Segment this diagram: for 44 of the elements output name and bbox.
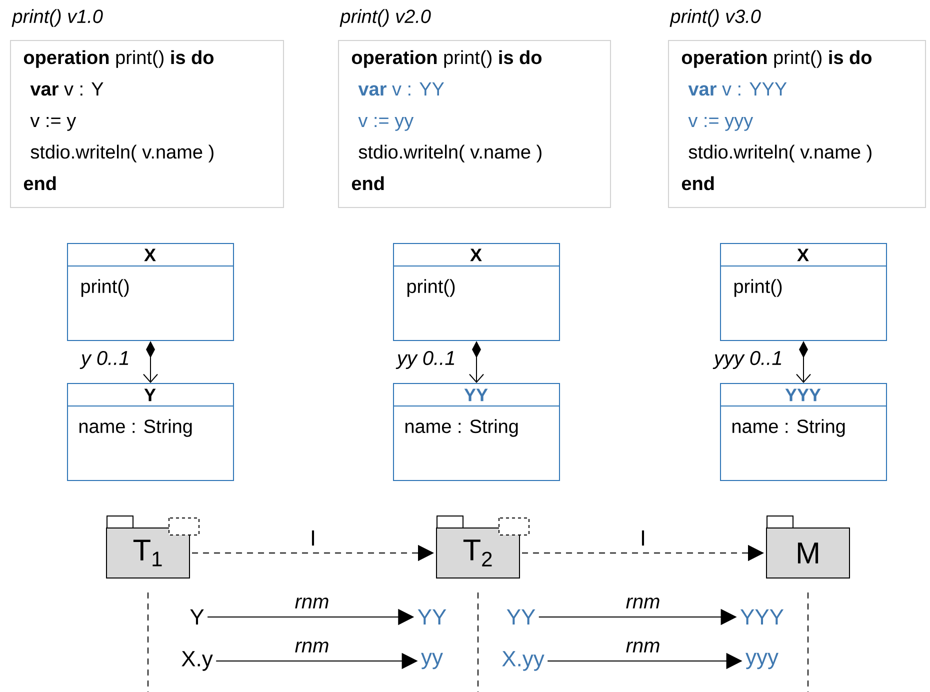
code-box: operation print() is do var v : YYY v := yyy stdio.writeln( v.name ) end xyxy=(668,40,926,208)
node-label: end xyxy=(352,176,384,190)
node-label: var v : Y xyxy=(30,82,104,96)
name-text: yyy xyxy=(746,652,778,670)
code-box: operation print() is do var v : Y v := y stdio.writeln( v.name ) end xyxy=(10,40,284,208)
node-label: v := yy xyxy=(358,116,414,131)
name-text: yy xyxy=(421,652,443,670)
class-box: YYY name : String xyxy=(720,383,887,481)
edge-label: rnm xyxy=(624,596,662,610)
edge-label: y 0..1 xyxy=(80,350,131,370)
code-title: print() v3.0 xyxy=(670,9,761,27)
node-label: operation print() is do xyxy=(352,50,542,68)
name-text: X.yy xyxy=(502,651,544,671)
node-label: end xyxy=(682,176,714,190)
node-label: operation print() is do xyxy=(24,50,214,68)
edge-label: I xyxy=(638,529,648,547)
edge-label: rnm xyxy=(294,596,330,610)
class-box: X print() xyxy=(720,243,887,341)
code-title: print() v1.0 xyxy=(12,9,103,27)
class-box: X print() xyxy=(66,243,234,341)
name-text: Y xyxy=(190,609,204,625)
node-label: stdio.writeln( v.name ) xyxy=(30,144,214,162)
node-label: stdio.writeln( v.name ) xyxy=(358,144,542,162)
code-box: operation print() is do var v : YY v := yy stdio.writeln( v.name ) end xyxy=(338,40,611,208)
node-label: var v : YYY xyxy=(688,82,787,96)
node-label: v := yyy xyxy=(688,116,754,131)
edge-label: rnm xyxy=(294,640,330,654)
name-text: YYY xyxy=(740,609,784,625)
node-label: operation print() is do xyxy=(682,50,872,68)
edge-label: yyy 0..1 xyxy=(712,350,784,370)
node-label: var v : YY xyxy=(358,82,444,96)
edge-label: rnm xyxy=(624,640,662,654)
node-label: end xyxy=(24,176,56,190)
node-label: stdio.writeln( v.name ) xyxy=(688,144,872,162)
name-text: YY xyxy=(506,609,536,625)
edge-label: yy 0..1 xyxy=(396,350,457,370)
node-label: v := y xyxy=(30,116,76,131)
name-text: X.y xyxy=(182,651,213,671)
class-box: X print() xyxy=(392,243,560,341)
class-box: Y name : String xyxy=(66,383,234,481)
class-box: YY name : String xyxy=(392,383,560,481)
code-title: print() v2.0 xyxy=(340,9,431,27)
name-text: YY xyxy=(418,609,446,625)
edge-label: I xyxy=(308,529,318,547)
